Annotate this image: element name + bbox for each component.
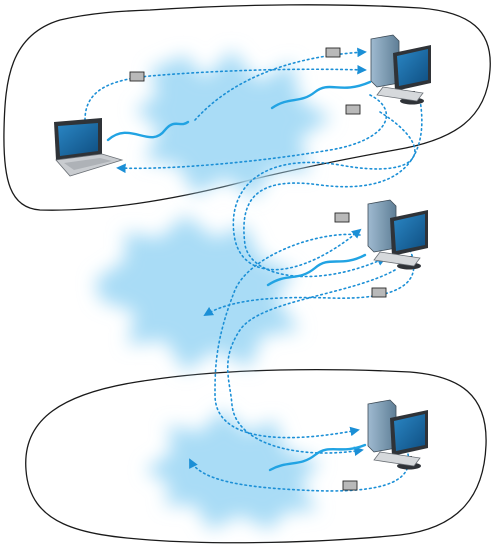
- data-packet-icon: [346, 105, 360, 114]
- data-packet-icon: [335, 213, 349, 222]
- data-packet-icon: [343, 481, 357, 490]
- data-packet-icon: [372, 288, 386, 297]
- data-packet-icon: [326, 48, 340, 57]
- desktop-computer-icon: [368, 200, 428, 270]
- network-cloud-middle: [95, 215, 300, 372]
- data-packet-icon: [130, 72, 144, 81]
